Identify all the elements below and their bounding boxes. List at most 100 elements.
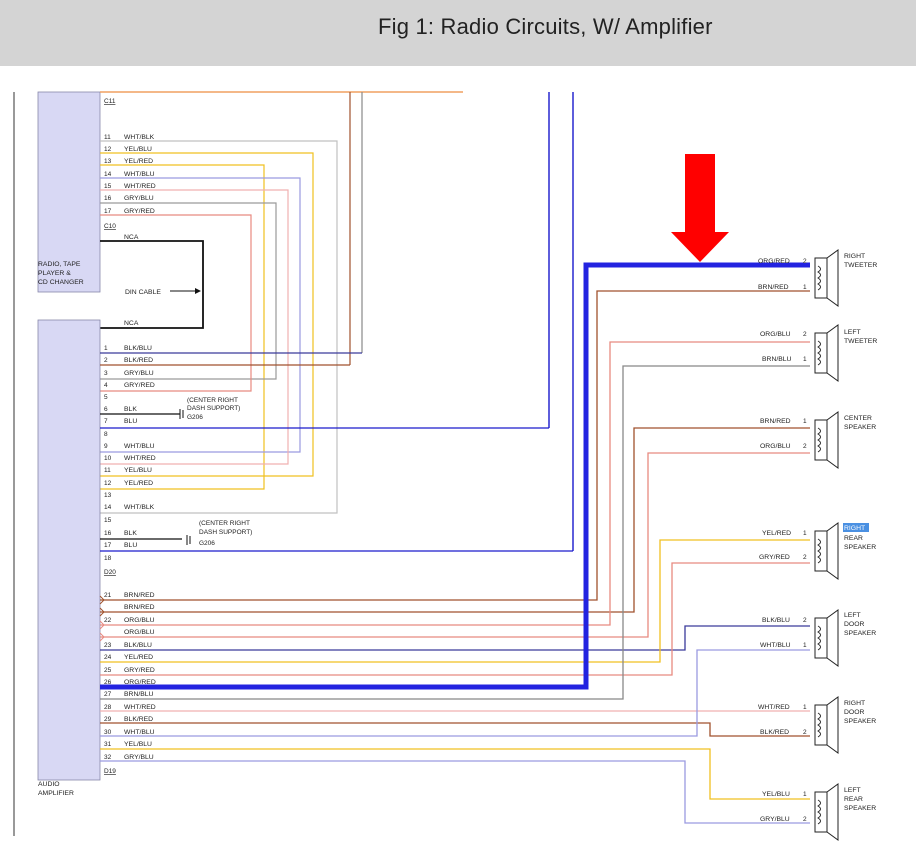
speaker-name-line2: DOOR	[844, 621, 864, 628]
wire-wht-blk	[100, 140, 338, 514]
speaker-right-tweeter: ORG/RED 2 BRN/RED 1 RIGHT TWEETER	[758, 249, 877, 307]
amp-pin-number: 32	[104, 754, 112, 761]
amp-pin-number: 23	[104, 642, 112, 649]
wire-yel-blu	[100, 152, 314, 477]
wire-wht-blu	[100, 177, 301, 453]
radio-pin-number: 14	[104, 171, 112, 178]
speaker-cone	[826, 324, 839, 382]
radio-label-line1: RADIO, TAPE	[38, 261, 81, 268]
twist-marks	[99, 595, 105, 642]
speaker-pin: 1	[803, 791, 807, 798]
din-cable-line	[100, 240, 204, 329]
connector-d19-label: D19	[104, 768, 116, 775]
amp-wire-label: WHT/BLU	[124, 443, 155, 450]
radio-pin-number: 16	[104, 195, 112, 202]
speaker-pin: 2	[803, 331, 807, 338]
amp-pin-number: 14	[104, 504, 112, 511]
amp-wire-label: BLU	[124, 418, 137, 425]
amp-pin-number: 29	[104, 716, 112, 723]
amp-pin-number: 10	[104, 455, 112, 462]
amp-wire-label: BLK	[124, 530, 137, 537]
amp-wire-label: BRN/BLU	[124, 691, 154, 698]
amp-pin-number: 13	[104, 492, 112, 499]
amplifier-unit-box	[37, 319, 101, 781]
speaker-name-line1: LEFT	[844, 329, 861, 336]
amp-pin-number: 1	[104, 345, 108, 352]
amp-wire-label: BRN/RED	[124, 604, 155, 611]
radio-label-line2: PLAYER &	[38, 270, 71, 277]
amp-wire-label: WHT/BLK	[124, 504, 155, 511]
amp-wire-label: WHT/RED	[124, 704, 156, 711]
amp-wire-label: BLK	[124, 406, 137, 413]
speaker-body	[814, 530, 828, 572]
amplifier-label-line1: AUDIO	[38, 781, 60, 788]
amp-wire-label: WHT/RED	[124, 455, 156, 462]
speaker-name-line1: LEFT	[844, 787, 861, 794]
wire-wht-red	[100, 189, 289, 465]
radio-wire-label: WHT/BLK	[124, 134, 155, 141]
ground-id: G206	[199, 540, 215, 547]
amp-pin-number: 17	[104, 542, 112, 549]
wire-brn-blu-left-tweeter	[100, 365, 810, 700]
speaker-wires	[100, 290, 810, 824]
wire-gry-blu-left-rear	[100, 760, 810, 824]
red-arrow-head	[671, 232, 729, 262]
wire-wht-blu-left-door	[100, 649, 810, 737]
amp-pin-number: 11	[104, 467, 111, 474]
amplifier-label-line2: AMPLIFIER	[38, 790, 74, 797]
speaker-left-door: BLK/BLU 2 WHT/BLU 1 LEFT DOOR SPEAKER	[760, 609, 876, 667]
speaker-pin: 1	[803, 418, 807, 425]
ground-note-line2: DASH SUPPORT)	[187, 405, 240, 412]
amp-pin-number: 3	[104, 370, 108, 377]
speaker-body	[814, 332, 828, 374]
amp-wire-label: BLK/RED	[124, 357, 153, 364]
amp-pin-number: 2	[104, 357, 108, 364]
speaker-pin: 2	[803, 816, 807, 823]
speaker-name-highlight	[843, 523, 869, 532]
twist-mark	[99, 607, 105, 617]
amp-wire-label: ORG/BLU	[124, 629, 155, 636]
amp-pin-number: 4	[104, 382, 108, 389]
radio-wire-label: WHT/RED	[124, 183, 156, 190]
amp-wire-label: BLK/BLU	[124, 345, 152, 352]
speaker-cone	[826, 696, 839, 754]
speaker-name-line1: CENTER	[844, 415, 872, 422]
speaker-right-door: WHT/RED 1 BLK/RED 2 RIGHT DOOR SPEAKER	[758, 696, 876, 754]
speaker-wire-label: BLK/RED	[760, 729, 789, 736]
amp-wire-label: ORG/RED	[124, 679, 156, 686]
wire-gry-red-right-rear	[100, 562, 810, 676]
speaker-wire-label: YEL/BLU	[762, 791, 790, 798]
amp-wire-label: ORG/BLU	[124, 617, 155, 624]
amp-pin-number: 24	[104, 654, 112, 661]
radio-c10-wires	[100, 140, 338, 514]
twist-mark	[99, 632, 105, 642]
amp-pin-number: 21	[104, 592, 112, 599]
speaker-wire-label: GRY/RED	[759, 554, 790, 561]
speaker-coil	[817, 340, 821, 366]
radio-wire-label: WHT/BLU	[124, 171, 155, 178]
speaker-name-line2: REAR	[844, 535, 863, 542]
speaker-wire-label: WHT/RED	[758, 704, 790, 711]
amp-pin-number: 22	[104, 617, 112, 624]
amp-pin-number: 30	[104, 729, 112, 736]
amp-pin-number: 16	[104, 530, 112, 537]
speaker-name-line2: TWEETER	[844, 338, 877, 345]
radio-unit-box	[37, 91, 101, 293]
highlighted-org-red-wire	[100, 262, 810, 690]
amp-pin-number: 5	[104, 394, 108, 401]
ground-note-line1: (CENTER RIGHT	[199, 520, 250, 527]
speaker-pin: 1	[803, 530, 807, 537]
radio-pin-number: 11	[104, 134, 111, 141]
radio-pins: 11 WHT/BLK 12 YEL/BLU 13 YEL/RED 14 WHT/…	[104, 134, 156, 241]
radio-pin-number: 13	[104, 158, 112, 165]
wire-yel-red	[100, 164, 265, 490]
amp-wire-label: YEL/RED	[124, 480, 153, 487]
amp-pin-number: 18	[104, 555, 112, 562]
wiring-diagram-svg: RADIO, TAPE PLAYER & CD CHANGER C11 11 W…	[13, 91, 877, 841]
speaker-name-line3: SPEAKER	[844, 718, 876, 725]
speaker-name-line1: RIGHT	[844, 700, 865, 707]
speaker-name-line1: LEFT	[844, 612, 861, 619]
amp-wire-label: GRY/RED	[124, 382, 155, 389]
speaker-cone	[826, 783, 839, 841]
ground-note-line2: DASH SUPPORT)	[199, 529, 252, 536]
